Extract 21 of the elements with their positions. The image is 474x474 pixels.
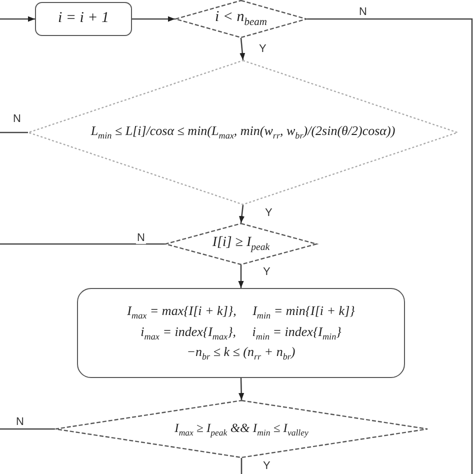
process-box: [77, 288, 405, 378]
formula-text: I[i] ≥ I$_{peak}$: [212, 234, 270, 255]
connector-arrow: [238, 378, 244, 400]
connector-arrow: [239, 204, 245, 224]
formula-text: i = i + 1: [58, 9, 110, 28]
connector-arrow: [238, 265, 244, 288]
formula-text: i$_{max}$ = index{I$_{max}$}, i$_{min}$ = index{I$_{min}$}: [140, 322, 342, 344]
decision-diamond: [175, 0, 307, 38]
formula-text: −n$_{br}$ ≤ k ≤ (n$_{rr}$ + n$_{br}$): [186, 343, 296, 364]
connector-arrow: [0, 16, 35, 22]
decision-diamond: [165, 223, 317, 265]
process-box: [35, 2, 132, 36]
formula-text: L$_{min}$ ≤ L[i]/cosα ≤ min(L$_{max}$, min(w$_{rr}$, w$_{br}$)/(2sin(θ/2)cosα)): [90, 122, 396, 143]
decision-diamond: [28, 60, 458, 205]
connector-arrow: [132, 16, 175, 22]
connector-arrow: [240, 38, 246, 60]
formula-text: I$_{max}$ ≥ I$_{peak}$ && I$_{min}$ ≤ I$_{valley}$: [174, 420, 308, 440]
formula-text: I$_{max}$ = max{I[i + k]}, I$_{min}$ = min{I[i + k]}: [127, 302, 355, 322]
edge-label: N: [136, 232, 146, 244]
decision-diamond: [55, 400, 428, 458]
formula-text: i < n$_{beam}$: [214, 8, 268, 30]
